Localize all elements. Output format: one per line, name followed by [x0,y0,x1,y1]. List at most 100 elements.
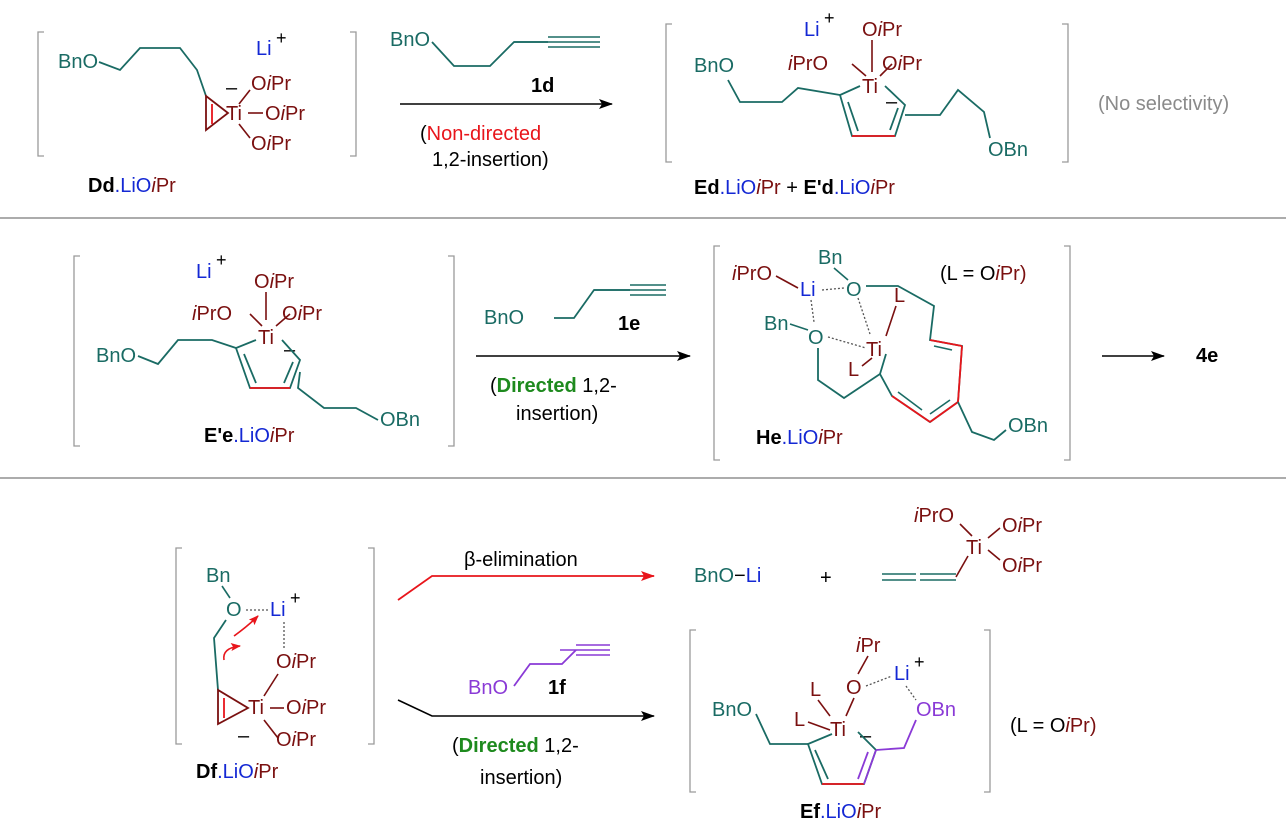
minus-charge: – [860,725,872,747]
o-li-bond [775,275,799,289]
o-top-label: O [846,279,862,301]
ring-double-1 [814,749,829,780]
row3: Bn O Li + Ti – OiPr OiPr OiPr Df.LiOiPr … [175,505,1097,823]
o-ti-bond [845,697,855,717]
minus-charge: – [238,725,250,747]
top-oipr: OiPr [254,271,294,293]
ti-o-bond-3 [263,719,279,739]
l-legend: (L = OiPr) [940,263,1027,285]
compound-label-ef: Ef.LiOiPr [800,801,881,823]
elimination-arrow [397,571,655,601]
ti-o-right [879,63,893,77]
ti-l1-bond [885,305,897,337]
o-label: O [226,599,242,621]
ti-l2-bond [807,721,831,731]
compound-label-df: Df.LiOiPr [196,761,279,783]
ring-double-1 [847,101,859,132]
new-bond-2 [957,345,963,403]
o-label: O [846,677,862,699]
bno-li-product: BnO−Li [694,565,761,587]
alkyl-chain [213,619,227,691]
oipr-1: OiPr [276,651,316,673]
reagent-code-1d: 1d [531,75,554,97]
l-legend-row3: (L = OiPr) [1010,715,1097,737]
bracket-left [37,31,44,157]
li-o-dative-2 [905,685,917,701]
row1: BnO Li + – Ti OiPr OiPr OiPr Dd.LiOiPr B… [37,8,1229,199]
elimination-label: β-elimination [464,549,578,571]
li-label: Li [270,599,286,621]
condition-row2-line2: insertion) [516,403,598,425]
ti-label: Ti [248,697,264,719]
compound-label-ed: Ed.LiOiPr + E'd.LiOiPr [694,177,895,199]
bn-left-label: Bn [764,313,788,335]
bracket-right-he [1064,245,1071,461]
right-oipr: OiPr [282,303,322,325]
ti-o-left [249,313,263,327]
double-inner-3 [897,391,923,411]
condition-row2-line1: (Directed 1,2- [490,375,617,397]
oipr-3: OiPr [276,729,316,751]
ti-o-bond-1 [238,89,251,105]
ti-l1-bond [817,699,831,717]
oipr-2: OiPr [1002,555,1042,577]
ring-double-2 [857,751,869,780]
bn-o-bond [221,585,231,599]
ti-label: Ti [862,76,878,98]
bracket-right-ed [1062,23,1069,163]
ring-double-2 [283,361,294,384]
right-chain [905,88,991,139]
right-chain [297,371,379,421]
bracket-left-ee [73,255,80,447]
compound-label-dd: Dd.LiOiPr [88,175,176,197]
li-label: Li [894,663,910,685]
oipr-2: OiPr [265,103,305,125]
ti-label: Ti [258,327,274,349]
oipr-1: OiPr [1002,515,1042,537]
ti-label: Ti [966,537,982,559]
chain-left [817,348,881,400]
ring-double-1 [243,353,257,384]
ti-o-left [851,63,867,77]
curly-arrow-1 [233,615,259,637]
li-charge: + [824,8,835,28]
reagent-chain [431,41,548,67]
obn-label: OBn [988,139,1028,161]
compound-label-he: He.LiOiPr [756,427,843,449]
ti-o-right1 [987,527,1001,539]
bracket-right-ee [448,255,455,447]
ring-double-2 [889,107,899,131]
l1-label: L [894,285,905,307]
reagent-bno: BnO [390,29,430,51]
bn-o-bond-left [789,323,809,331]
condition-row1-line2: 1,2-insertion) [432,149,549,171]
ti-label: Ti [866,339,882,361]
ipro-label: iPrO [914,505,954,527]
bn-top-label: Bn [818,247,842,269]
li-charge: + [216,250,227,270]
li-o-dative-left [810,299,815,323]
right-oipr: OiPr [882,53,922,75]
bracket-right-ef [984,629,991,793]
bno-label: BnO [96,345,136,367]
li-label: Li [196,261,212,283]
reagent-chain [513,649,577,687]
bracket-right [350,31,357,157]
directed-arrow [397,699,655,721]
top-oipr: OiPr [862,19,902,41]
reagent-bno: BnO [484,307,524,329]
compound-label-ee: E'e.LiOiPr [204,425,295,447]
l2-label: L [794,709,805,731]
purple-ring-bond [863,749,877,785]
li-charge: + [914,652,925,672]
bracket-left-he [713,245,720,461]
l2-label: L [848,359,859,381]
ti-o-top [959,523,973,537]
product-4e: 4e [1196,345,1218,367]
purple-chain [875,719,917,751]
li-label: Li [256,38,272,60]
ipro-label: iPrO [732,263,772,285]
ti-label: Ti [226,103,242,125]
obn-label: OBn [1008,415,1048,437]
bracket-left-ef [689,629,696,793]
